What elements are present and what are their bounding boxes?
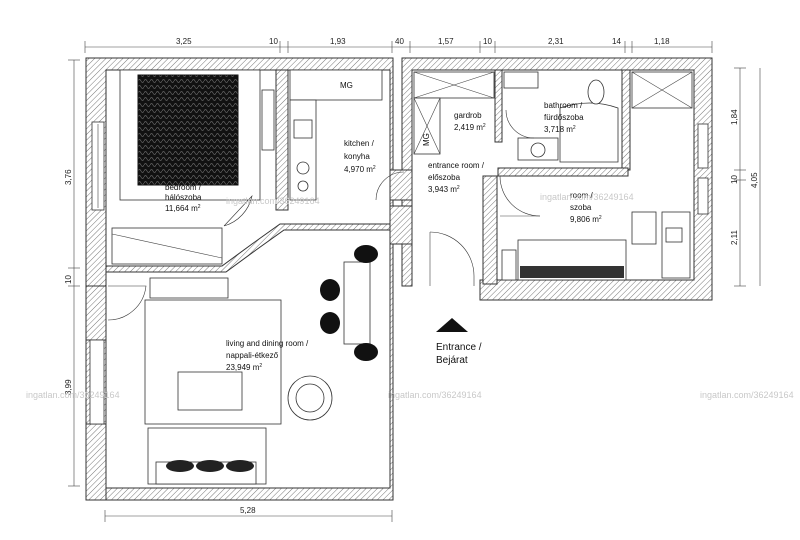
- mg-label-kitchen: MG: [340, 81, 353, 90]
- bed-blanket: [137, 74, 239, 186]
- mg-label-gardrob: MG: [422, 133, 431, 146]
- gardrob-name: gardrob: [454, 111, 482, 120]
- dim-left-3: 3,99: [64, 379, 73, 395]
- doors: [107, 109, 541, 321]
- gardrob-area: 2,419 m2: [454, 123, 486, 132]
- dim-bottom: 5,28: [240, 506, 256, 515]
- entrance-room-local: előszoba: [428, 173, 461, 182]
- living-name: living and dining room /: [226, 339, 309, 348]
- room-name: room /: [570, 191, 593, 200]
- dimension-lines: [68, 41, 761, 522]
- bedroom-name: bedroom /: [165, 183, 202, 192]
- windows: [89, 121, 709, 425]
- dim-top-6: 10: [483, 37, 492, 46]
- bedroom-local: hálószoba: [165, 193, 202, 202]
- bathroom-name: bathroom /: [544, 101, 583, 110]
- room-labels: MG MG bedroom / hálószoba 11,664 m2 kitc…: [165, 81, 602, 372]
- room-furniture: [501, 211, 691, 281]
- dim-top-4: 40: [395, 37, 404, 46]
- living-furniture: [144, 299, 333, 485]
- dim-top-1: 3,25: [176, 37, 192, 46]
- entrance-arrow-icon: [436, 318, 468, 332]
- dim-top-7: 2,31: [548, 37, 564, 46]
- bedroom-area: 11,664 m2: [165, 204, 201, 213]
- watermark-3: ingatlan.com/36249164: [26, 390, 120, 400]
- living-area: 23,949 m2: [226, 363, 262, 372]
- room-area: 9,806 m2: [570, 215, 602, 224]
- watermark-5: ingatlan.com/36249164: [700, 390, 794, 400]
- kitchen-area: 4,970 m2: [344, 165, 376, 174]
- bathroom-fixtures: [503, 71, 619, 163]
- bedroom-furniture: [111, 69, 275, 265]
- watermark-2: ingatlan.com/36249164: [540, 192, 634, 202]
- entrance-room-area: 3,943 m2: [428, 185, 460, 194]
- dim-top-3: 1,93: [330, 37, 346, 46]
- dining-furniture: [149, 245, 378, 361]
- bathroom-area: 3,718 m2: [544, 125, 576, 134]
- watermark-1: ingatlan.com/36249164: [226, 196, 320, 206]
- dim-top-2: 10: [269, 37, 278, 46]
- bathroom-local: fürdőszoba: [544, 113, 584, 122]
- watermarks: ingatlan.com/36249164 ingatlan.com/36249…: [26, 192, 794, 400]
- living-local: nappali-étkező: [226, 351, 279, 360]
- dim-top-8: 14: [612, 37, 621, 46]
- kitchen-name: kitchen /: [344, 139, 375, 148]
- watermark-4: ingatlan.com/36249164: [388, 390, 482, 400]
- kitchen-local: konyha: [344, 152, 370, 161]
- dim-right-1: 1,84: [730, 109, 739, 125]
- room-local: szoba: [570, 203, 592, 212]
- wardrobe-and-hall-furniture: [413, 71, 693, 155]
- dim-top-5: 1,57: [438, 37, 454, 46]
- dim-right-2: 10: [730, 175, 739, 184]
- dim-top-9: 1,18: [654, 37, 670, 46]
- walls: [85, 57, 713, 501]
- dim-right-3: 4,05: [750, 172, 759, 188]
- entrance-label: Entrance /: [436, 342, 482, 353]
- kitchen-furniture: [289, 69, 383, 201]
- dim-left-1: 3,76: [64, 169, 73, 185]
- dim-left-2: 10: [64, 275, 73, 284]
- dim-right-4: 2,11: [730, 229, 739, 245]
- dimension-labels: 3,25 10 1,93 40 1,57 10 2,31 14 1,18 3,7…: [64, 37, 759, 515]
- entrance-label-local: Bejárat: [436, 355, 468, 366]
- entrance-room-name: entrance room /: [428, 161, 485, 170]
